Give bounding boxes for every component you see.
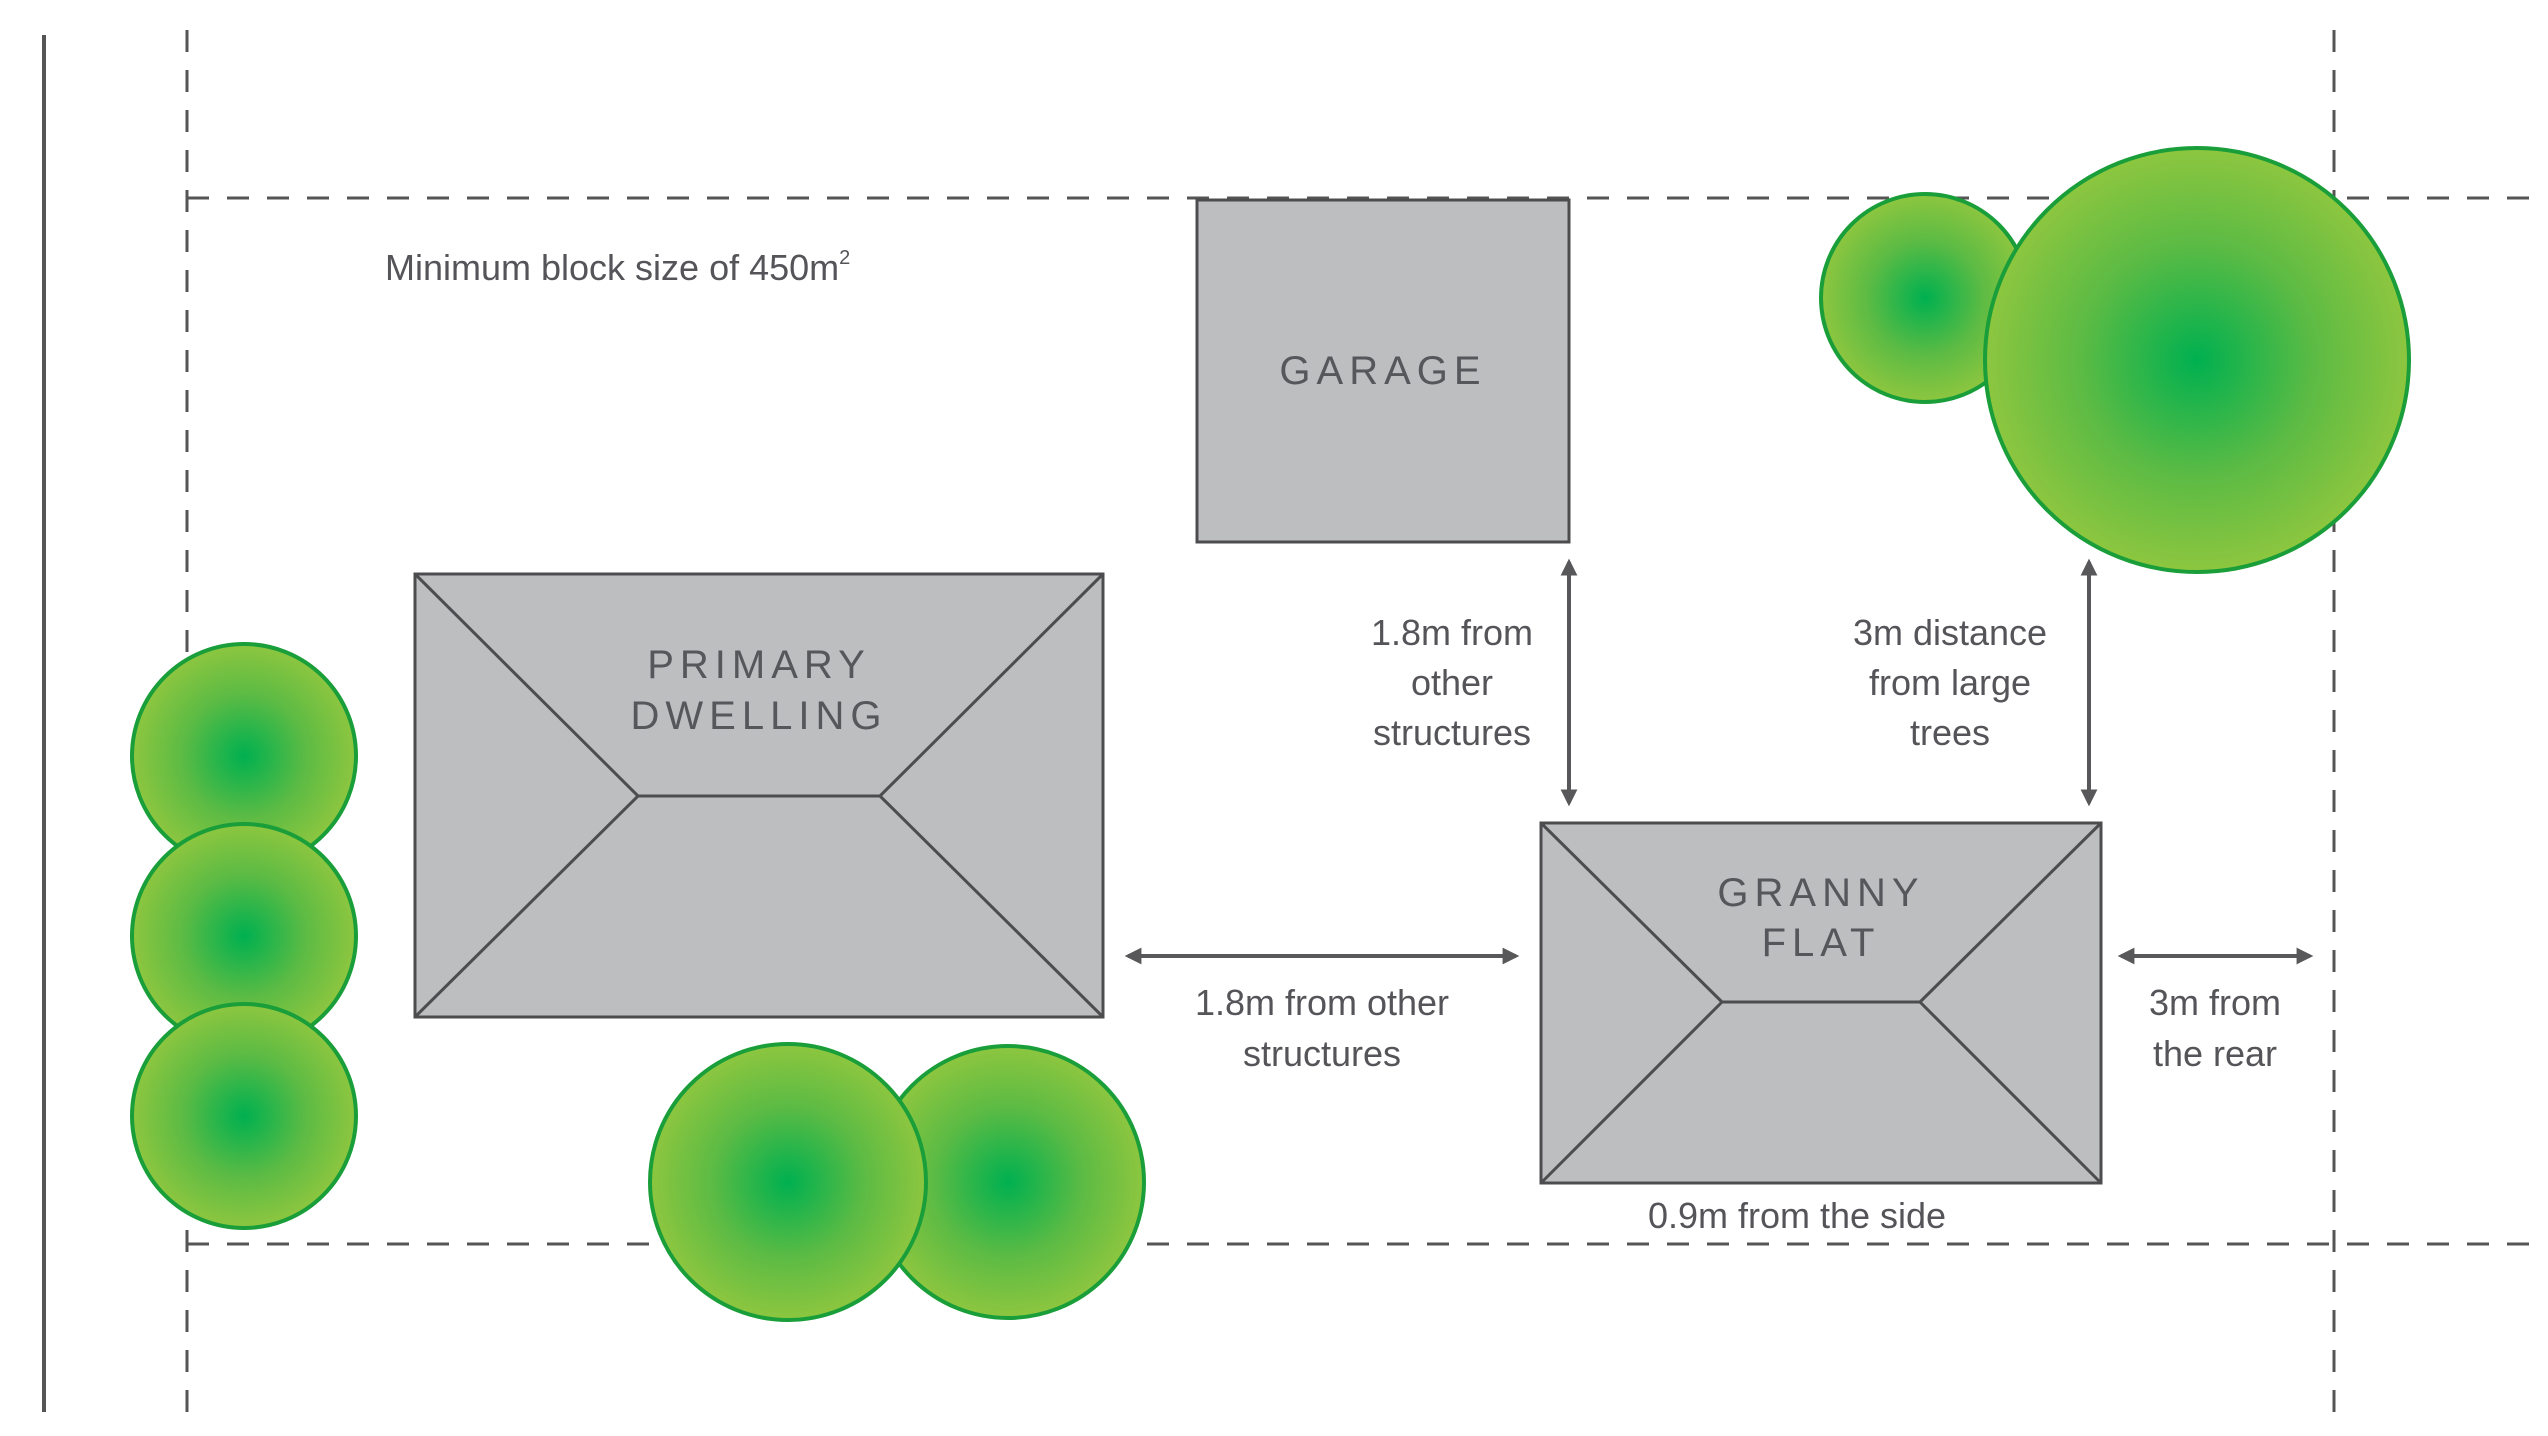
tree-bottom-left xyxy=(648,1042,928,1322)
garage-label: GARAGE xyxy=(1279,349,1486,393)
granny-flat: GRANNY FLAT xyxy=(1539,821,2103,1185)
tree-gap-line1: 3m distance xyxy=(1853,612,2047,653)
granny-flat-hip-lines xyxy=(1539,821,2103,1185)
garage: GARAGE xyxy=(1195,198,1571,544)
garage-gap-label: 1.8m from other structures xyxy=(1371,612,1533,753)
tree-gap-line3: trees xyxy=(1910,712,1990,753)
block-size-caption: Minimum block size of 450m2 xyxy=(385,247,850,288)
dimension-arrows xyxy=(1124,558,2314,965)
granny-flat-label-line2: FLAT xyxy=(1762,921,1881,965)
dwelling-gap-label: 1.8m from other structures xyxy=(1195,982,1449,1074)
primary-dwelling: PRIMARY DWELLING xyxy=(413,572,1105,1019)
tree-gap-line2: from large xyxy=(1869,662,2031,703)
primary-dwelling-label-line1: PRIMARY xyxy=(647,643,871,687)
block-size-superscript: 2 xyxy=(839,247,850,269)
dwelling-gap-line1: 1.8m from other xyxy=(1195,982,1449,1023)
primary-dwelling-hip-lines xyxy=(413,572,1105,1019)
garage-roof xyxy=(1195,198,1571,544)
primary-dwelling-label-line2: DWELLING xyxy=(631,694,888,738)
side-gap-label: 0.9m from the side xyxy=(1648,1195,1946,1236)
tree-gap-label: 3m distance from large trees xyxy=(1853,612,2047,753)
rear-gap-line1: 3m from xyxy=(2149,982,2281,1023)
rear-gap-label: 3m from the rear xyxy=(2149,982,2281,1074)
tree-left-3 xyxy=(130,1002,358,1230)
rear-gap-line2: the rear xyxy=(2153,1033,2277,1074)
garage-gap-line2: other xyxy=(1411,662,1493,703)
dwelling-gap-line2: structures xyxy=(1243,1033,1401,1074)
granny-flat-label-line1: GRANNY xyxy=(1717,871,1924,915)
tree-top-large xyxy=(1983,146,2411,574)
trees xyxy=(130,146,2411,1322)
garage-gap-line1: 1.8m from xyxy=(1371,612,1533,653)
garage-gap-line3: structures xyxy=(1373,712,1531,753)
